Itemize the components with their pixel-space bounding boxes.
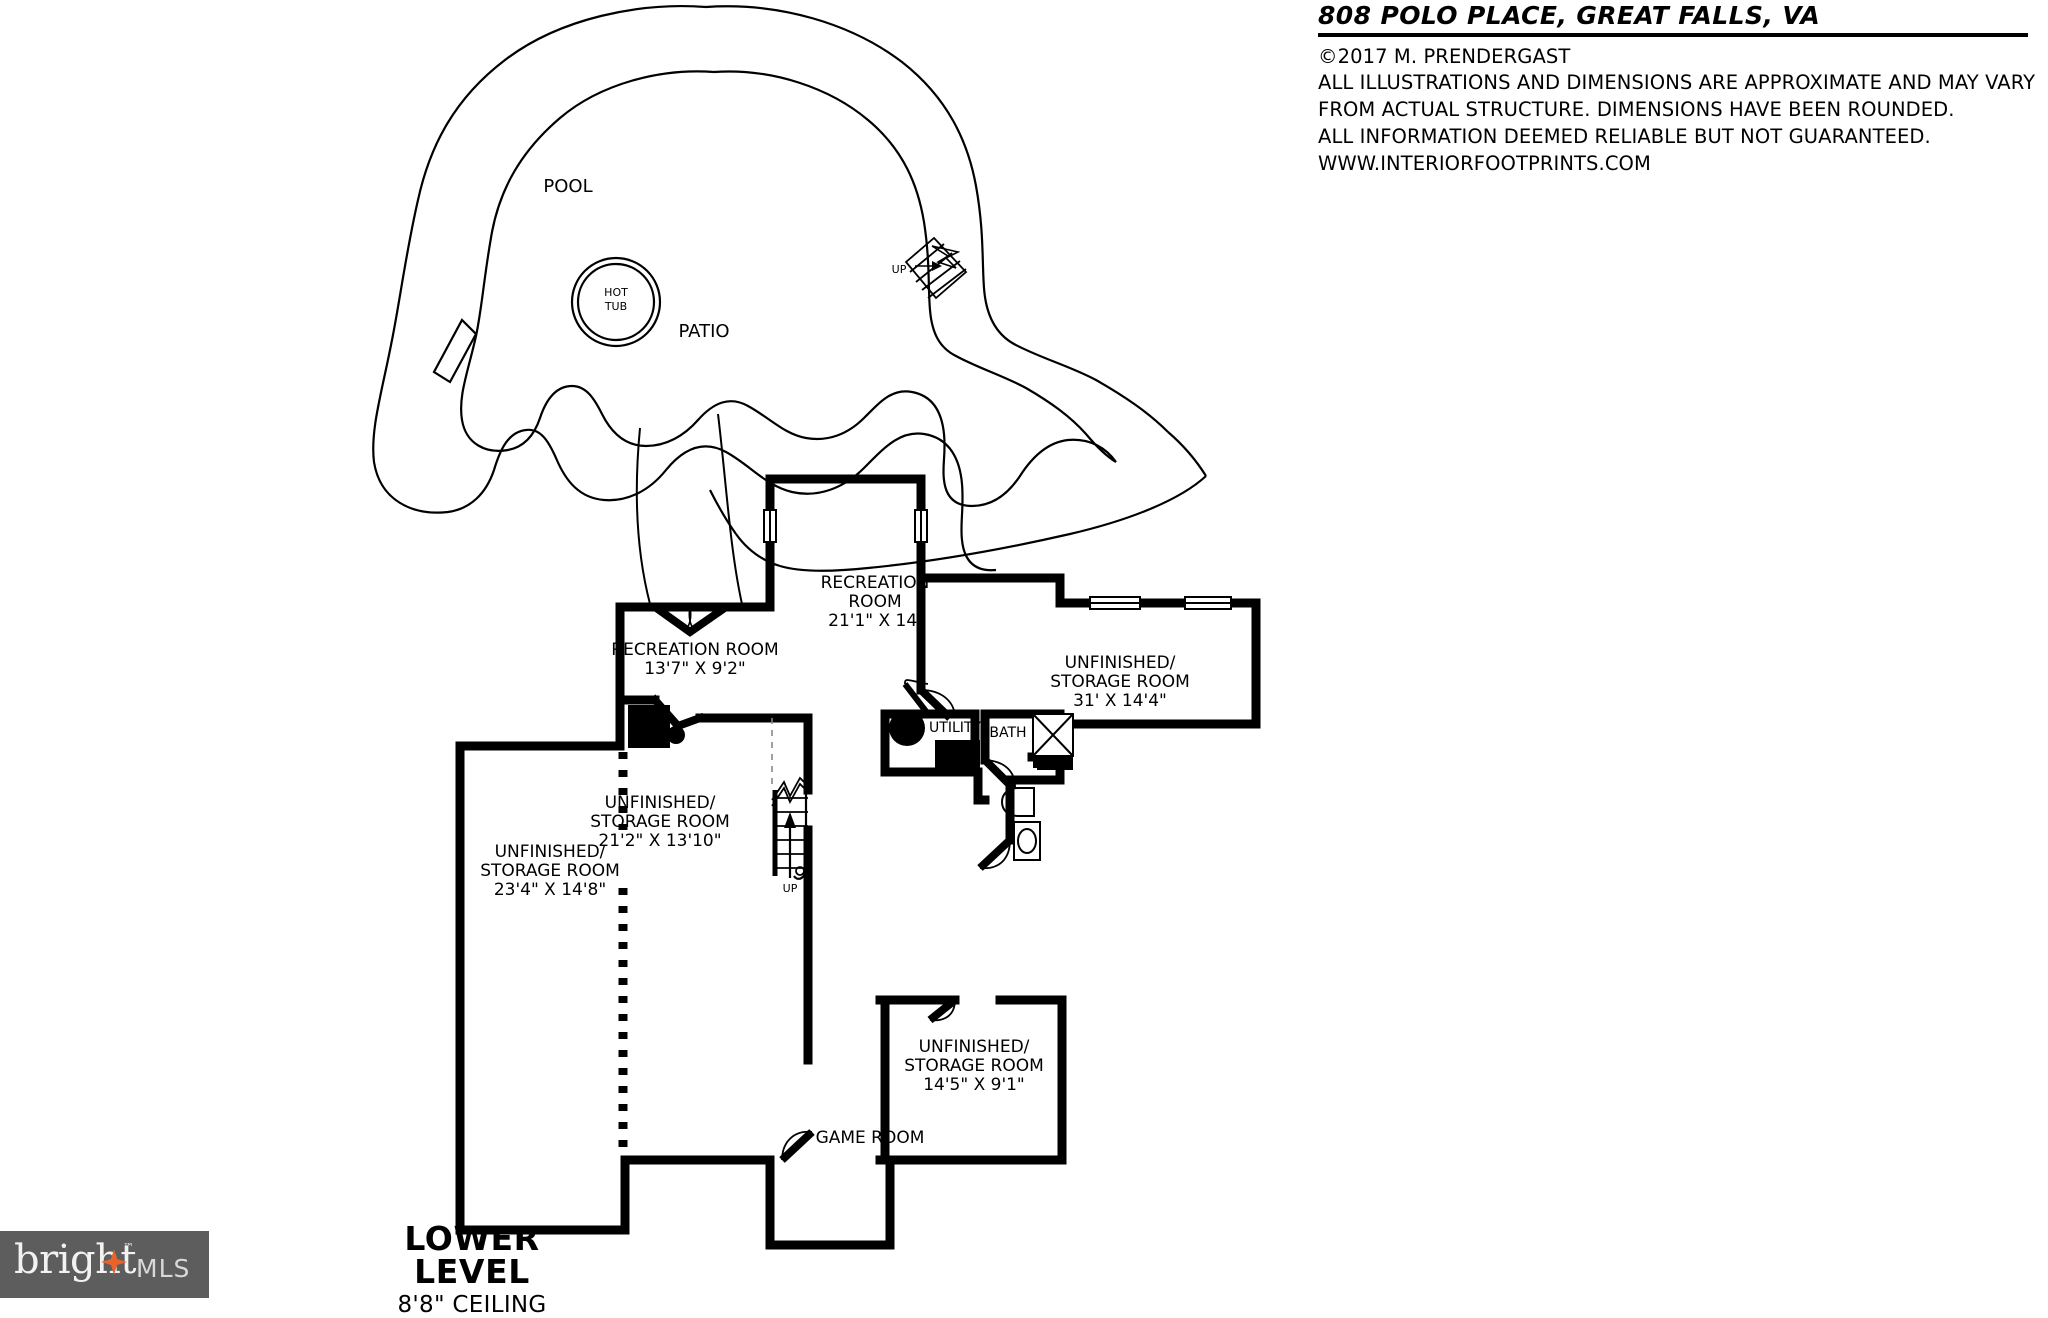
interior-staircase — [771, 776, 809, 880]
room-label-storage-left-dims: 23'4" X 14'8" — [493, 880, 607, 900]
disclaimer-line-2: FROM ACTUAL STRUCTURE. DIMENSIONS HAVE B… — [1318, 98, 1955, 122]
four-point-star-icon — [101, 1249, 127, 1275]
room-label-storage-center-line2: STORAGE ROOM — [590, 812, 730, 832]
pool-outline — [460, 70, 1117, 508]
website-line: WWW.INTERIORFOOTPRINTS.COM — [1318, 152, 1651, 176]
room-label-storage-center-line1: UNFINISHED/ — [604, 793, 716, 813]
patio-label: PATIO — [678, 321, 730, 342]
room-label-storage-bottom-right-line2: STORAGE ROOM — [904, 1056, 1044, 1076]
room-label-storage-bottom-right-line1: UNFINISHED/ — [918, 1037, 1030, 1057]
room-label-storage-bottom-right-dims: 14'5" X 9'1" — [923, 1075, 1025, 1095]
exterior-stair-direction-arrow — [915, 261, 942, 271]
utility-equipment — [889, 710, 980, 768]
interior-stair-up-label: UP — [782, 882, 798, 895]
room-label-storage-left-line1: UNFINISHED/ — [494, 842, 606, 862]
logo-mls-text: MLS — [136, 1254, 191, 1283]
hot-tub — [570, 256, 662, 348]
window-symbols — [763, 509, 1232, 610]
ceiling-height-note: 8'8" CEILING — [397, 1292, 547, 1318]
walkway-connector — [635, 413, 743, 605]
patio-outline — [372, 5, 1207, 572]
disclaimer-line-3: ALL INFORMATION DEEMED RELIABLE BUT NOT … — [1318, 125, 1931, 149]
disclaimer-line-1: ALL ILLUSTRATIONS AND DIMENSIONS ARE APP… — [1318, 71, 2036, 95]
structural-columns — [628, 705, 1073, 770]
room-label-storage-left-line2: STORAGE ROOM — [480, 861, 620, 881]
floor-title-block: LOWER LEVEL 8'8" CEILING — [352, 1222, 592, 1317]
patio-lower-edge — [709, 475, 1207, 572]
bright-mls-logo: bright ™ MLS — [0, 1231, 209, 1298]
room-label-recreation-left-dims: 13'7" X 9'2" — [644, 659, 746, 679]
pool-label: POOL — [543, 176, 593, 197]
room-label-storage-right-line2: STORAGE ROOM — [1050, 672, 1190, 692]
chimney-block-icon — [628, 705, 670, 748]
room-label-utility: UTILITY — [929, 720, 981, 736]
room-label-recreation-left-line1: RECREATION ROOM — [611, 640, 779, 660]
exterior-stair — [904, 236, 968, 300]
exterior-stair-up-label: UP — [891, 263, 907, 276]
room-label-storage-right-dims: 31' X 14'4" — [1073, 691, 1167, 711]
room-label-bath: BATH — [989, 725, 1027, 741]
title-block: 808 POLO PLACE, GREAT FALLS, VA ©2017 M.… — [1318, 2, 2038, 178]
page-title: 808 POLO PLACE, GREAT FALLS, VA — [1318, 1, 1821, 30]
door-swings — [652, 603, 1016, 1163]
copyright-line: ©2017 M. PRENDERGAST — [1318, 44, 1571, 68]
room-label-recreation-upper-dims: 21'1" X 14' — [828, 611, 922, 631]
logo-trademark-symbol: ™ — [123, 1241, 134, 1254]
room-label-storage-right-line1: UNFINISHED/ — [1064, 653, 1176, 673]
hot-tub-label-line1: HOT — [604, 286, 628, 299]
room-label-recreation-upper-line1: RECREATION — [820, 573, 930, 593]
furnace-icon — [935, 740, 980, 768]
water-heater-icon — [889, 710, 925, 746]
room-label-game-room: GAME ROOM — [815, 1128, 925, 1148]
title-underline — [1318, 32, 2028, 37]
hot-tub-label-line2: TUB — [604, 300, 628, 313]
floor-level-title: LOWER LEVEL — [404, 1219, 540, 1291]
room-label-recreation-upper-line2: ROOM — [848, 592, 902, 612]
bath-column-icon — [1037, 756, 1073, 770]
pool-step-rectangle — [432, 318, 478, 384]
room-label-storage-center-dims: 21'2" X 13'10" — [598, 831, 722, 851]
column-dot-icon — [667, 726, 685, 744]
